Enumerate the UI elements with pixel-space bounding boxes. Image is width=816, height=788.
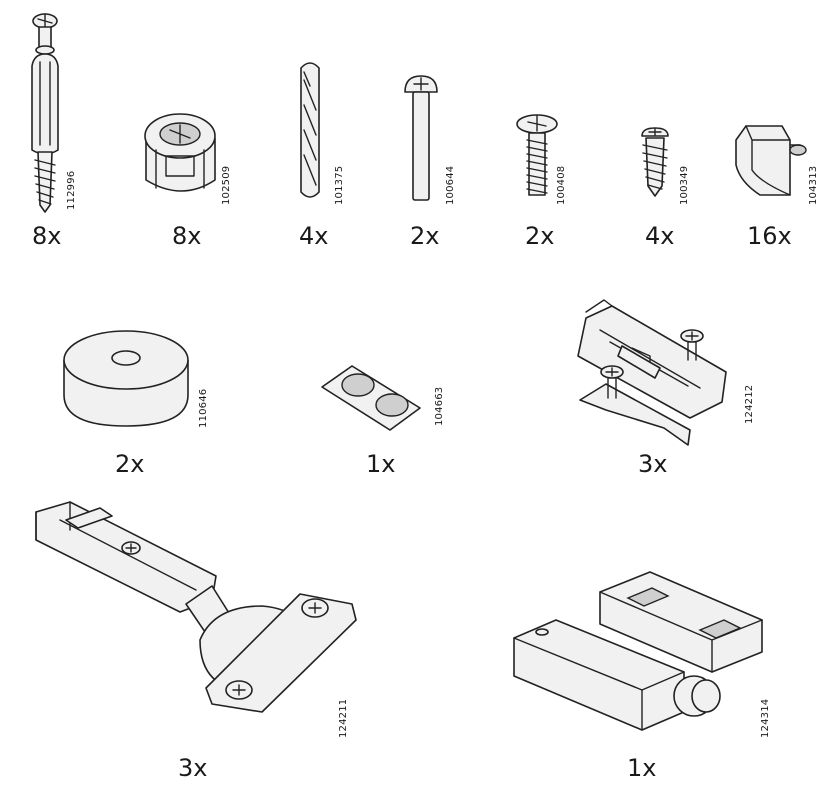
part-qty: 2x (410, 222, 440, 250)
part-qty: 2x (525, 222, 555, 250)
part-code: 124314 (760, 698, 771, 738)
part-qty: 8x (32, 222, 62, 250)
part-qty: 16x (747, 222, 792, 250)
part-qty: 8x (172, 222, 202, 250)
part-qty: 4x (299, 222, 329, 250)
part-qty: 3x (178, 754, 208, 782)
part-qty: 2x (115, 450, 145, 478)
part-qty: 4x (645, 222, 675, 250)
part-qty: 1x (366, 450, 396, 478)
part-qty: 1x (627, 754, 657, 782)
part-qty: 3x (638, 450, 668, 478)
